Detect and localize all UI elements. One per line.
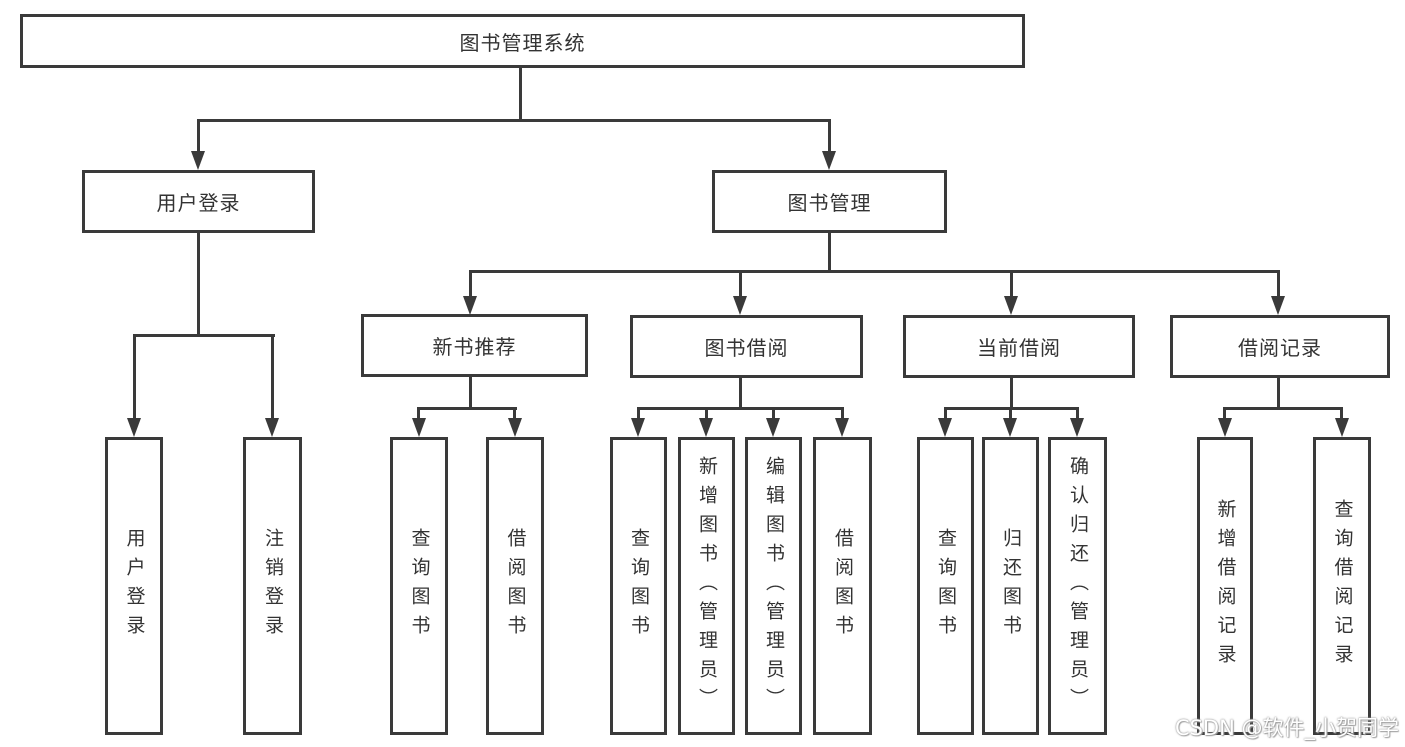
leaf-cb-confirm-return-admin-label: 确认归还（管理员） [1067,455,1089,717]
leaf-bb-add-books-admin: 新增图书（管理员） [678,437,735,735]
arrow-down-icon [1003,418,1017,437]
connector [944,407,947,421]
connector [513,407,516,421]
connector [828,119,831,153]
arrow-down-icon [1070,418,1084,437]
connector [1076,407,1079,421]
leaf-bb-query-books: 查询图书 [610,437,667,735]
arrow-down-icon [631,418,645,437]
node-new-book-label: 新书推荐 [432,335,517,359]
leaf-cb-query-books: 查询图书 [917,437,974,735]
leaf-bb-edit-books-admin: 编辑图书（管理员） [745,437,802,735]
connector [271,334,274,420]
leaf-logout-login-label: 注销登录 [262,528,284,644]
arrow-down-icon [412,418,426,437]
node-user-login-label: 用户登录 [156,191,241,215]
connector [637,407,844,410]
leaf-bb-borrow-books: 借阅图书 [813,437,872,735]
leaf-cb-confirm-return-admin: 确认归还（管理员） [1048,437,1107,735]
connector [469,270,1280,273]
connector [841,407,844,421]
arrow-down-icon [1335,418,1349,437]
node-book-borrow: 图书借阅 [630,315,863,378]
node-current-borrow-label: 当前借阅 [977,336,1061,360]
connector [637,407,640,421]
connector [519,68,522,122]
leaf-br-add-record: 新增借阅记录 [1197,437,1253,735]
connector [1224,407,1343,410]
arrow-down-icon [463,296,477,315]
leaf-br-query-record-label: 查询借阅记录 [1331,499,1354,673]
leaf-nb-query-books: 查询图书 [390,437,448,735]
csdn-watermark: CSDN @软件_小贺同学 [1174,716,1399,740]
connector [739,270,742,298]
leaf-cb-query-books-label: 查询图书 [935,528,957,644]
connector [417,407,517,410]
connector [469,270,472,298]
leaf-cb-return-books-label: 归还图书 [1000,528,1022,644]
connector [772,407,775,421]
connector [1010,270,1013,298]
node-new-book: 新书推荐 [361,314,588,377]
arrow-down-icon [1218,418,1232,437]
node-user-login: 用户登录 [82,170,315,233]
leaf-user-login-label: 用户登录 [123,528,146,644]
leaf-nb-query-books-label: 查询图书 [408,528,431,644]
arrow-down-icon [1004,296,1018,315]
leaf-cb-return-books: 归还图书 [982,437,1039,735]
arrow-down-icon [822,151,836,170]
leaf-bb-add-books-admin-label: 新增图书（管理员） [696,455,718,717]
node-current-borrow: 当前借阅 [903,315,1135,378]
leaf-br-add-record-label: 新增借阅记录 [1214,499,1237,673]
arrow-down-icon [699,418,713,437]
connector [133,334,275,337]
node-book-mgmt-label: 图书管理 [787,191,872,215]
node-book-borrow-label: 图书借阅 [704,336,789,360]
connector [1223,407,1226,421]
leaf-logout-login: 注销登录 [243,437,302,735]
arrow-down-icon [508,418,522,437]
connector [1277,270,1280,298]
connector [1340,407,1343,421]
connector [469,377,472,410]
arrow-down-icon [191,151,205,170]
arrow-down-icon [835,418,849,437]
connector [705,407,708,421]
connector [1010,378,1013,410]
connector [417,407,420,421]
connector [1009,407,1012,421]
connector [133,334,136,420]
arrow-down-icon [265,418,279,437]
node-borrow-record: 借阅记录 [1170,315,1390,378]
connector [197,119,831,122]
connector [1277,378,1280,410]
connector [197,119,200,153]
leaf-nb-borrow-books: 借阅图书 [486,437,544,735]
leaf-bb-edit-books-admin-label: 编辑图书（管理员） [763,455,785,717]
leaf-br-query-record: 查询借阅记录 [1313,437,1371,735]
leaf-bb-borrow-books-label: 借阅图书 [832,528,854,644]
connector [828,233,831,273]
leaf-user-login: 用户登录 [105,437,163,735]
connector [739,378,742,410]
connector [197,233,200,337]
leaf-nb-borrow-books-label: 借阅图书 [504,528,527,644]
arrow-down-icon [1271,296,1285,315]
arrow-down-icon [733,296,747,315]
node-book-mgmt: 图书管理 [712,170,947,233]
node-borrow-record-label: 借阅记录 [1238,336,1322,360]
leaf-bb-query-books-label: 查询图书 [628,528,650,644]
arrow-down-icon [127,418,141,437]
arrow-down-icon [766,418,780,437]
node-root-label: 图书管理系统 [459,30,586,55]
node-root: 图书管理系统 [20,14,1025,68]
arrow-down-icon [938,418,952,437]
